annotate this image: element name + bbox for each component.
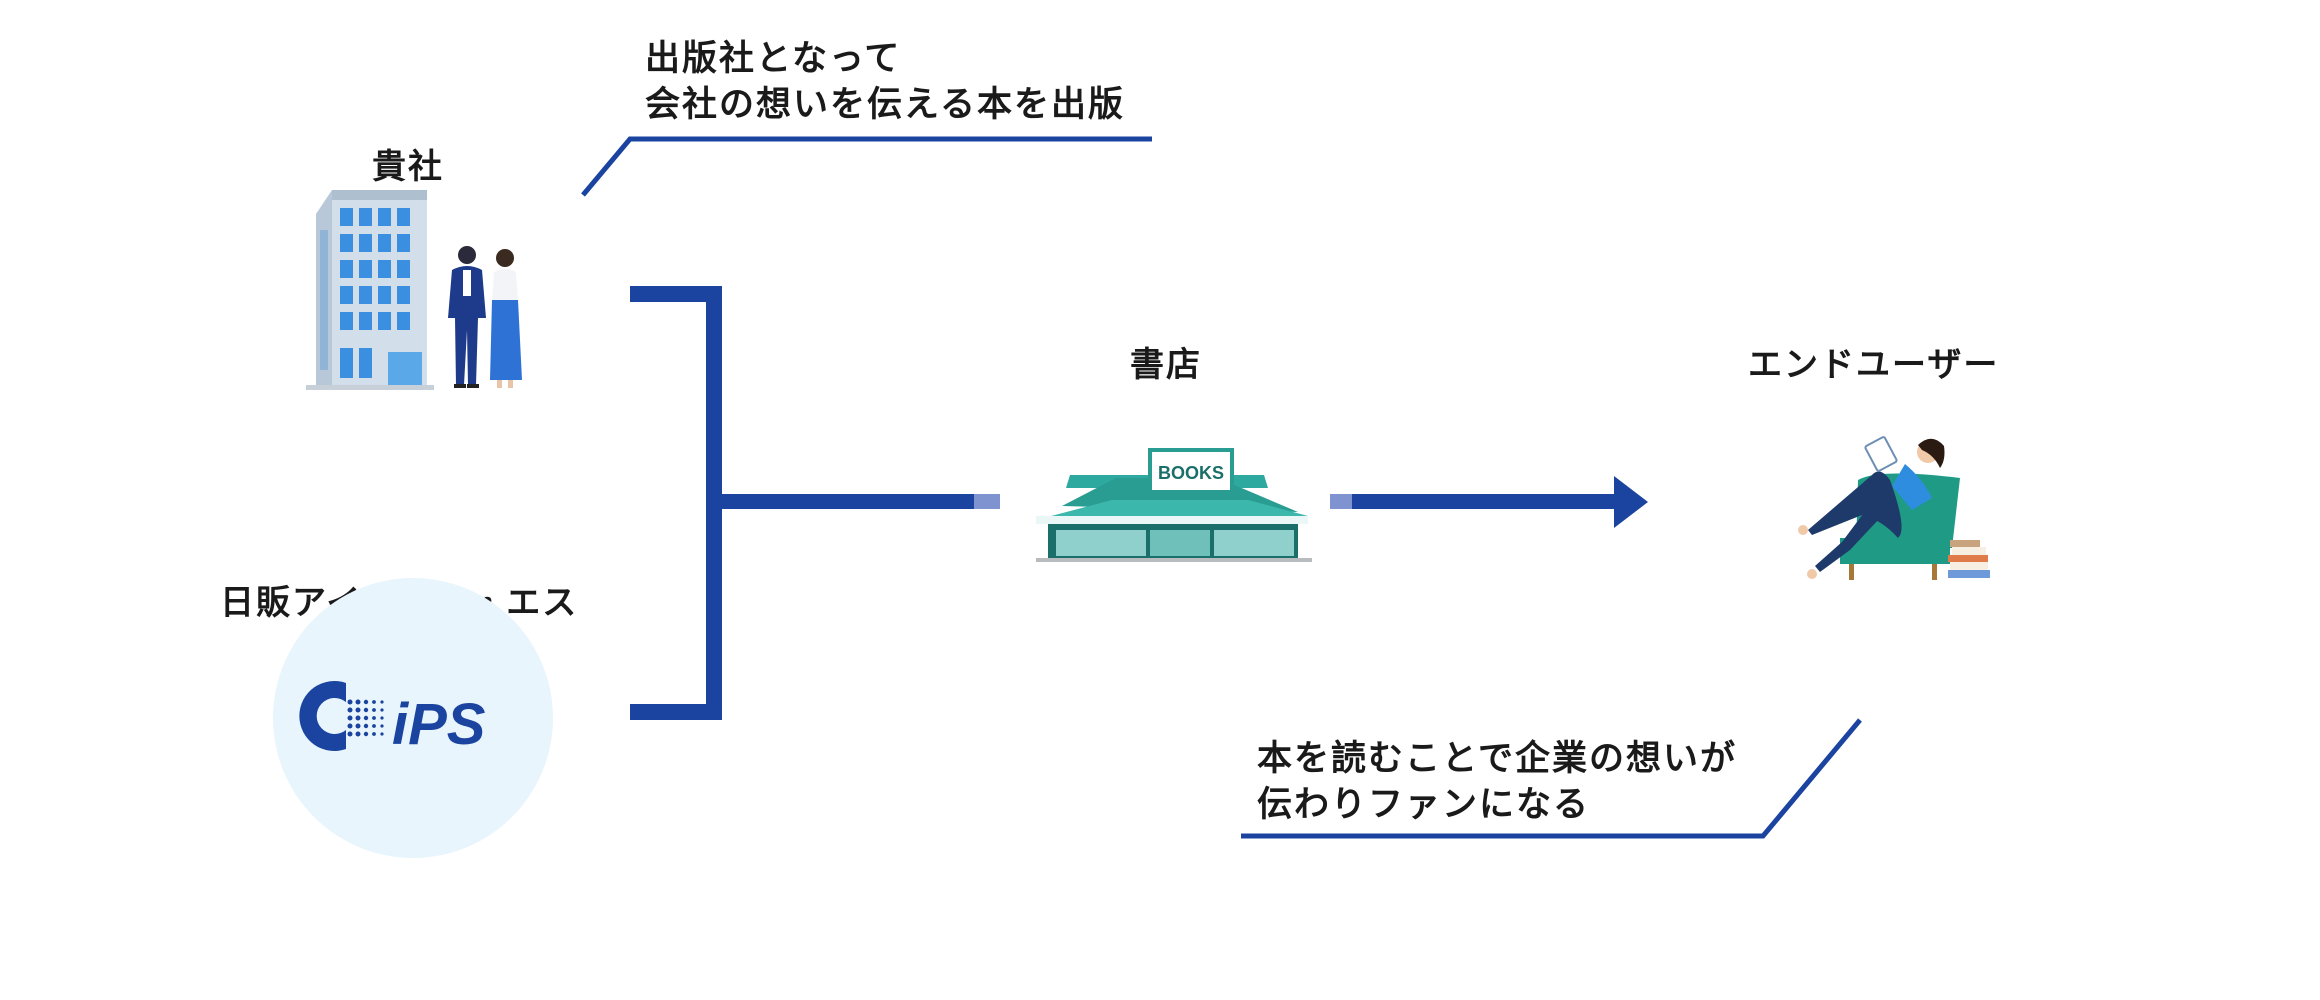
enduser-label: エンドユーザー	[1748, 345, 2000, 385]
bracket-connector	[630, 286, 1000, 720]
reader-icon	[1798, 436, 1960, 580]
ips-logo-circle	[273, 578, 553, 858]
bookstore-label: 書店	[1130, 345, 1202, 385]
ips-logo: iPS	[299, 681, 486, 757]
callout-bottom-line2: 伝わりファンになる	[1257, 785, 1591, 825]
businesswoman-icon	[490, 249, 522, 388]
callout-bottom-leader	[1241, 718, 1862, 839]
callout-top-leader	[581, 136, 1152, 197]
ips-logo-text: iPS	[392, 692, 486, 757]
bookstore-sign-text: BOOKS	[1158, 463, 1224, 483]
businessman-icon	[448, 246, 486, 388]
callout-top-line2: 会社の想いを伝える本を出版	[645, 85, 1125, 125]
company-label: 貴社	[372, 147, 444, 187]
callout-bottom: 本を読むことで企業の想いが 伝わりファンになる	[1257, 736, 1737, 828]
bookstore-icon: BOOKS	[1036, 448, 1312, 562]
callout-bottom-line1: 本を読むことで企業の想いが	[1257, 739, 1737, 779]
callout-top-line1: 出版社となって	[645, 39, 902, 79]
book-stack-icon	[1948, 540, 1990, 578]
callout-top: 出版社となって 会社の想いを伝える本を出版	[645, 36, 1125, 128]
arrow-to-enduser	[1330, 476, 1648, 528]
building-icon	[306, 190, 434, 390]
